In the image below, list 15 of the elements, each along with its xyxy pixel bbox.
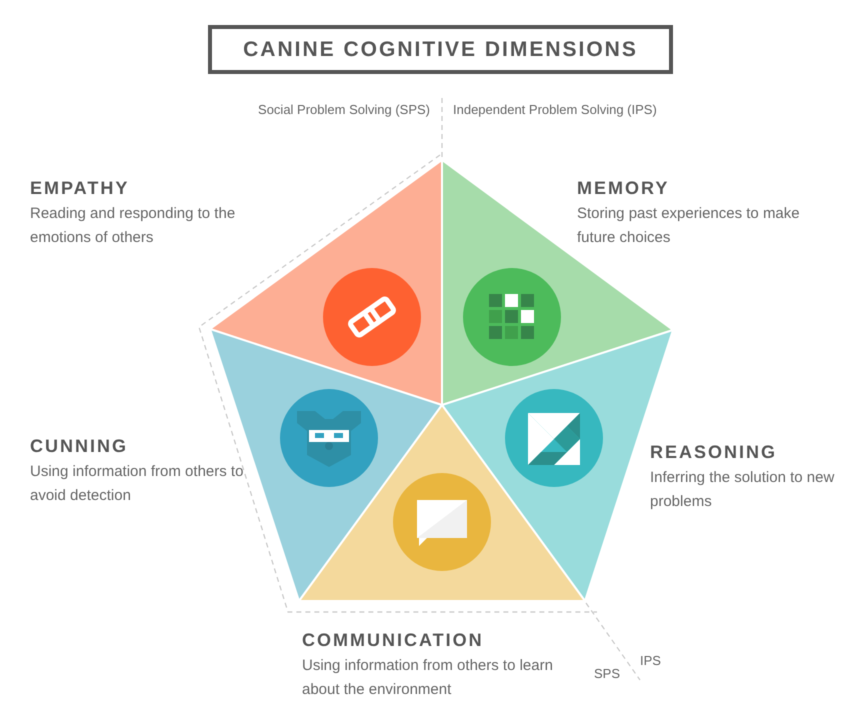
dimension-heading: COMMUNICATION: [302, 629, 485, 652]
dimension-description: Using information from others to avoid detection: [30, 462, 244, 506]
dimension-description: Using information from others to learn about the environment: [302, 656, 554, 700]
dimension-heading: EMPATHY: [30, 177, 130, 200]
axis-label: SPS: [594, 665, 620, 683]
title-box: CANINE COGNITIVE DIMENSIONS: [208, 25, 673, 74]
dimension-description: Reading and responding to the emotions of others: [30, 204, 236, 248]
axis-label: Independent Problem Solving (IPS): [453, 101, 658, 119]
axis-label: IPS: [640, 652, 661, 670]
axis-label: Social Problem Solving (SPS): [257, 101, 430, 119]
dimension-description: Inferring the solution to new problems: [650, 468, 836, 512]
dimension-heading: CUNNING: [30, 435, 129, 458]
dimension-heading: MEMORY: [577, 177, 670, 200]
dimension-description: Storing past experiences to make future choices: [577, 204, 801, 248]
dimension-heading: REASONING: [650, 441, 778, 464]
